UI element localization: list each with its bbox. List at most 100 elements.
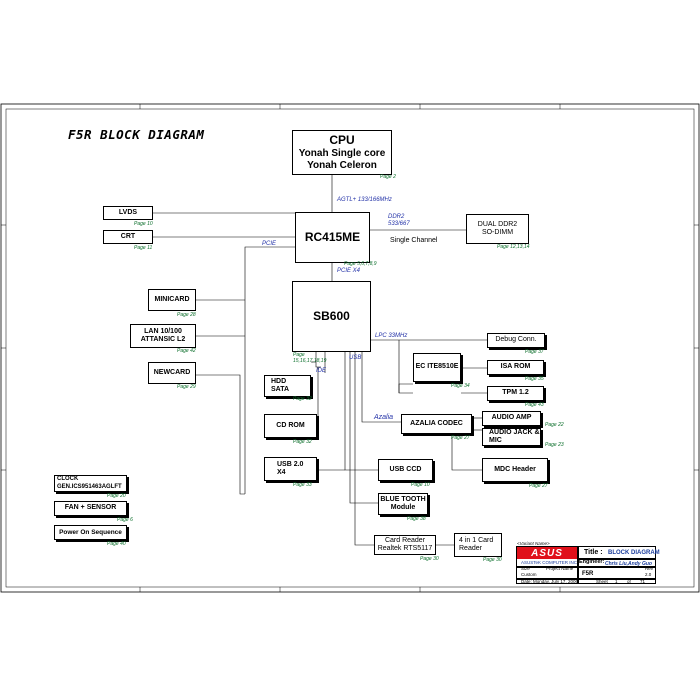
tpm-box: TPM 1.2 <box>487 386 544 401</box>
fan-sensor-box: FAN + SENSOR <box>54 501 127 516</box>
usb20-page: Page 33 <box>293 482 312 488</box>
tb-divider <box>577 546 579 584</box>
tb-rule-1 <box>577 558 656 560</box>
bt-line-2: Module <box>390 504 416 511</box>
power-on-box: Power On Sequence <box>54 525 127 540</box>
mdc-page: Page 27 <box>529 483 548 489</box>
ddr2-line-1: DUAL DDR2 <box>477 220 518 228</box>
hdd-line-1: HDD <box>271 377 287 385</box>
fourinone-page: Page 30 <box>483 557 502 563</box>
audio-amp-box: AUDIO AMP <box>482 411 541 426</box>
bt-line-1: BLUE TOOTH <box>380 495 426 503</box>
usb-ccd-box: USB CCD <box>378 459 433 481</box>
cdrom-page: Page 32 <box>293 439 312 445</box>
fourinone-line-1: 4 in 1 Card <box>459 536 494 544</box>
debug-page: Page 37 <box>525 349 544 355</box>
bluetooth-box: BLUE TOOTH Module <box>378 493 428 515</box>
cardreader-line-2: Realtek RTS5117 <box>377 545 433 552</box>
tb-rule-2 <box>516 566 656 568</box>
hdd-line-2: SATA <box>271 386 290 393</box>
minicard-page: Page 28 <box>177 312 196 318</box>
lan-box: LAN 10/100 ATTANSIC L2 <box>130 324 196 348</box>
audiojack-line-2: MIC <box>489 437 502 444</box>
card-reader-box: Card Reader Realtek RTS5117 <box>374 535 436 555</box>
tb-engineer-key: Engineer: <box>579 559 605 565</box>
usb20-box: USB 2.0 X4 <box>264 457 317 481</box>
usbccd-page: Page 10 <box>411 482 430 488</box>
tb-project-val: F5R <box>582 571 594 577</box>
newcard-box: NEWCARD <box>148 362 196 384</box>
pcie-x4-label: PCIE X4 <box>337 268 361 274</box>
tb-size-val: Custom <box>521 572 537 577</box>
ide-label: IDE <box>316 368 327 374</box>
audioamp-page: Page 22 <box>545 422 564 428</box>
hdd-page: Page 32 <box>293 396 312 402</box>
cpu-line-1: CPU <box>329 133 355 148</box>
audiojack-page: Page 23 <box>545 442 564 448</box>
rc415me-page: Page 5,6,7,8,9 <box>344 261 377 267</box>
bt-page: Page 38 <box>407 516 426 522</box>
connection-lines <box>153 175 487 546</box>
minicard-box: MINICARD <box>148 289 196 311</box>
diagram-title: F5R BLOCK DIAGRAM <box>68 127 205 142</box>
sb600-page-1: Page <box>293 352 305 358</box>
tb-rev-val: 2.0 <box>645 572 652 577</box>
ddr-channel: Single Channel <box>390 237 438 244</box>
isarom-page: Page 35 <box>525 376 544 382</box>
power-page: Page 40 <box>107 541 126 547</box>
tb-rev-key: Rev <box>645 566 654 571</box>
tb-sheet-of: of <box>627 579 631 584</box>
agtl-label: AGTL+ 133/166MHz <box>337 197 392 203</box>
tb-sheet-key: Sheet <box>596 579 608 584</box>
four-in-one-box: 4 in 1 Card Reader <box>454 533 502 557</box>
audio-jack-box: AUDIO JACK & MIC <box>482 428 541 446</box>
asus-logo-text: ASUS <box>531 547 563 559</box>
azalia-page: Page 27 <box>451 435 470 441</box>
cpu-page: Page 2 <box>380 174 396 180</box>
tb-project-key: Project Name <box>546 566 574 571</box>
ddr2-sodimm-box: DUAL DDR2 SO-DIMM <box>466 214 529 244</box>
azalia-codec-box: AZALIA CODEC <box>401 414 472 434</box>
lvds-box: LVDS <box>103 206 153 220</box>
asus-logo: ASUS <box>517 547 577 559</box>
usb-label: USB <box>349 355 362 361</box>
tpm-page: Page 43 <box>525 402 544 408</box>
tb-date: Date: Monday, July 17, 2006 <box>521 579 578 584</box>
debug-conn-box: Debug Conn. <box>487 333 545 348</box>
fan-page: Page 6 <box>117 517 133 523</box>
tb-engineer-val: Chris Liu,Andy Guo <box>605 561 652 567</box>
mdc-header-box: MDC Header <box>482 458 548 482</box>
tb-title-key: Title : <box>584 549 603 556</box>
cpu-line-2: Yonah Single core <box>298 147 386 159</box>
rc415me-box: RC415ME <box>295 212 370 263</box>
audiojack-line-1: AUDIO JACK & <box>489 428 540 436</box>
cardreader-page: Page 30 <box>420 556 439 562</box>
cdrom-box: CD ROM <box>264 414 317 438</box>
lvds-page: Page 10 <box>134 221 153 227</box>
hdd-box: HDD SATA <box>264 375 311 397</box>
clock-page: Page 20 <box>107 493 126 499</box>
fourinone-line-2: Reader <box>459 545 482 552</box>
tb-rule-3 <box>516 578 656 580</box>
tb-sheet-num: 1 <box>615 579 618 584</box>
variant-name: <Variant Name> <box>517 541 550 546</box>
lan-page: Page 42 <box>177 348 196 354</box>
cardreader-line-1: Card Reader <box>384 536 426 544</box>
zone-ticks <box>1 104 699 592</box>
crt-box: CRT <box>103 230 153 244</box>
crt-page: Page 11 <box>134 245 153 251</box>
usb20-line-2: X4 <box>277 469 286 476</box>
tb-title-val: BLOCK DIAGRAM <box>608 550 660 556</box>
lan-line-1: LAN 10/100 <box>144 327 182 335</box>
ddr-speed-2: 533/667 <box>388 221 410 227</box>
sb600-box: SB600 <box>292 281 371 352</box>
clock-gen-box: CLOCK GEN.ICS951463AGLFT <box>54 475 127 492</box>
ddr-speed-1: DDR2 <box>388 214 405 220</box>
title-block <box>516 546 656 584</box>
pcie-label: PCIE <box>262 241 277 247</box>
clock-line-1: CLOCK <box>57 476 79 483</box>
usb20-line-1: USB 2.0 <box>277 460 304 468</box>
cpu-line-3: Yonah Celeron <box>307 159 377 171</box>
tb-company: ASUSTeK COMPUTER INC <box>521 560 578 565</box>
